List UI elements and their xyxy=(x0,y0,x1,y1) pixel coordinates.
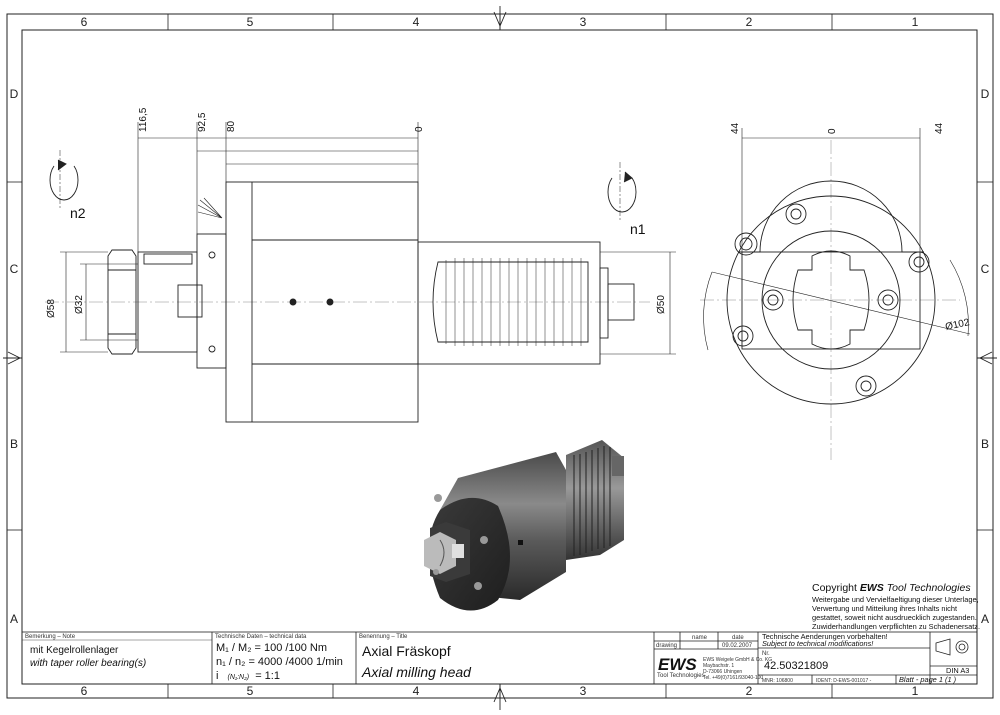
dim-dia-32: Ø32 xyxy=(74,295,85,314)
zone-col-bottom-1: 1 xyxy=(912,684,919,698)
dim-92-5: 92,5 xyxy=(197,112,208,132)
zone-row-left-b: B xyxy=(10,437,18,451)
zone-row-right-d: D xyxy=(981,87,990,101)
dim-0-front: 0 xyxy=(827,128,838,134)
change-notice-en: Subject to technical modifications! xyxy=(762,639,873,648)
zone-col-top-5: 5 xyxy=(247,15,254,29)
din-format: DIN A3 xyxy=(946,666,969,675)
zone-col-bottom-2: 2 xyxy=(746,684,753,698)
zone-col-bottom-4: 4 xyxy=(413,684,420,698)
ews-address-4: Tel. +49(0)7161/93040-100 xyxy=(703,675,763,681)
rotation-symbol-n1 xyxy=(607,162,637,222)
iso-render xyxy=(424,440,624,611)
dim-80: 80 xyxy=(226,120,237,132)
zone-row-right-b: B xyxy=(981,437,989,451)
tech-data-label: Technische Daten – technical data xyxy=(215,634,307,640)
sheet-page: Blatt - page 1 (1 ) xyxy=(899,675,957,684)
front-view xyxy=(700,140,971,460)
dim-44-left: 44 xyxy=(730,122,741,134)
change-notice-de: Technische Aenderungen vorbehalten! xyxy=(762,632,888,641)
tech-speed: n₁ / n₂ = 4000 /4000 1/min xyxy=(216,656,343,668)
nr-label: Nr. xyxy=(762,651,770,657)
side-view xyxy=(45,181,650,423)
centering-marks xyxy=(3,6,997,710)
copyright-notice: Copyright EWS Tool Technologies Weiterga… xyxy=(812,582,980,631)
zone-col-bottom-3: 3 xyxy=(580,684,587,698)
tech-ratio-i: i xyxy=(216,670,218,682)
svg-text:i (N₁:N₂) = 1:1: i (N₁:N₂) = 1:1 xyxy=(216,670,280,682)
copyright-line-3: gestattet, soweit nicht ausdruecklich zu… xyxy=(812,613,977,622)
dim-0-side: 0 xyxy=(414,126,425,132)
copyright-line-1: Weitergabe und Vervielfaeltigung dieser … xyxy=(812,595,979,604)
label-n2: n2 xyxy=(70,205,86,221)
dim-dia-58: Ø58 xyxy=(46,299,57,318)
col-date-header: date xyxy=(732,635,744,641)
col-name-header: name xyxy=(692,635,708,641)
zone-col-top-2: 2 xyxy=(746,15,753,29)
remark-label: Bemerkung – Note xyxy=(25,634,76,640)
part-number: 42.50321809 xyxy=(764,660,828,672)
zone-col-top-6: 6 xyxy=(81,15,88,29)
drawing-date: 09.02.2007 xyxy=(722,643,753,649)
name-label: Benennung – Title xyxy=(359,634,408,640)
zone-col-bottom-5: 5 xyxy=(247,684,254,698)
ident-number: IDENT: D-EWS-001017 - xyxy=(816,678,872,684)
side-view-dimensions xyxy=(60,122,676,355)
zone-labels: 6 5 4 3 2 1 6 5 4 3 2 1 D C B A D C B A xyxy=(10,15,990,698)
copyright-line-4: Zuwiderhandlungen verpflichten zu Schade… xyxy=(812,622,980,631)
row-drawing-label: drawing xyxy=(656,643,677,649)
title-en: Axial milling head xyxy=(361,664,472,680)
copyright-brand: EWS xyxy=(860,582,884,594)
title-de: Axial Fräskopf xyxy=(362,643,451,659)
zone-col-top-3: 3 xyxy=(580,15,587,29)
tech-ratio-value: = 1:1 xyxy=(255,670,280,682)
svg-text:Copyright EWS Tool Technologie: Copyright EWS Tool Technologies xyxy=(812,582,971,594)
title-block xyxy=(21,631,978,685)
label-n1: n1 xyxy=(630,221,646,237)
remark-de: mit Kegelrollenlager xyxy=(30,645,119,656)
dim-116-5: 116,5 xyxy=(138,107,149,132)
ews-address-2: Maybachstr. 1 xyxy=(703,663,734,669)
zone-row-left-d: D xyxy=(10,87,19,101)
zone-row-right-a: A xyxy=(981,612,989,626)
zone-row-left-c: C xyxy=(10,262,19,276)
zone-row-right-c: C xyxy=(981,262,990,276)
projection-symbol-icon xyxy=(935,638,969,656)
front-view-dimensions xyxy=(741,128,921,252)
dim-dia-102: Ø102 xyxy=(944,317,971,333)
dim-44-right: 44 xyxy=(934,122,945,134)
tech-ratio-sub: (N₁:N₂) xyxy=(228,674,250,681)
ews-address-3: D-73066 Uhingen xyxy=(703,669,742,675)
mnr-number: MNR: 106800 xyxy=(762,678,793,684)
zone-row-left-a: A xyxy=(10,612,18,626)
copyright-line-2: Verwertung und Mitteilung ihres Inhalts … xyxy=(812,604,957,613)
copyright-prefix: Copyright xyxy=(812,582,860,594)
zone-col-top-4: 4 xyxy=(413,15,420,29)
dim-dia-50: Ø50 xyxy=(656,295,667,314)
ews-logo: EWS xyxy=(658,655,697,674)
tech-torque: M₁ / M₂ = 100 /100 Nm xyxy=(216,642,327,654)
ews-logo-sub: Tool Technologies xyxy=(657,673,705,679)
copyright-suffix: Tool Technologies xyxy=(884,582,972,594)
zone-col-bottom-6: 6 xyxy=(81,684,88,698)
ews-address-1: EWS Weigele GmbH & Co. KG xyxy=(703,657,772,663)
rotation-symbol-n2 xyxy=(49,150,79,210)
remark-en: with taper roller bearing(s) xyxy=(30,658,146,669)
zone-col-top-1: 1 xyxy=(912,15,919,29)
